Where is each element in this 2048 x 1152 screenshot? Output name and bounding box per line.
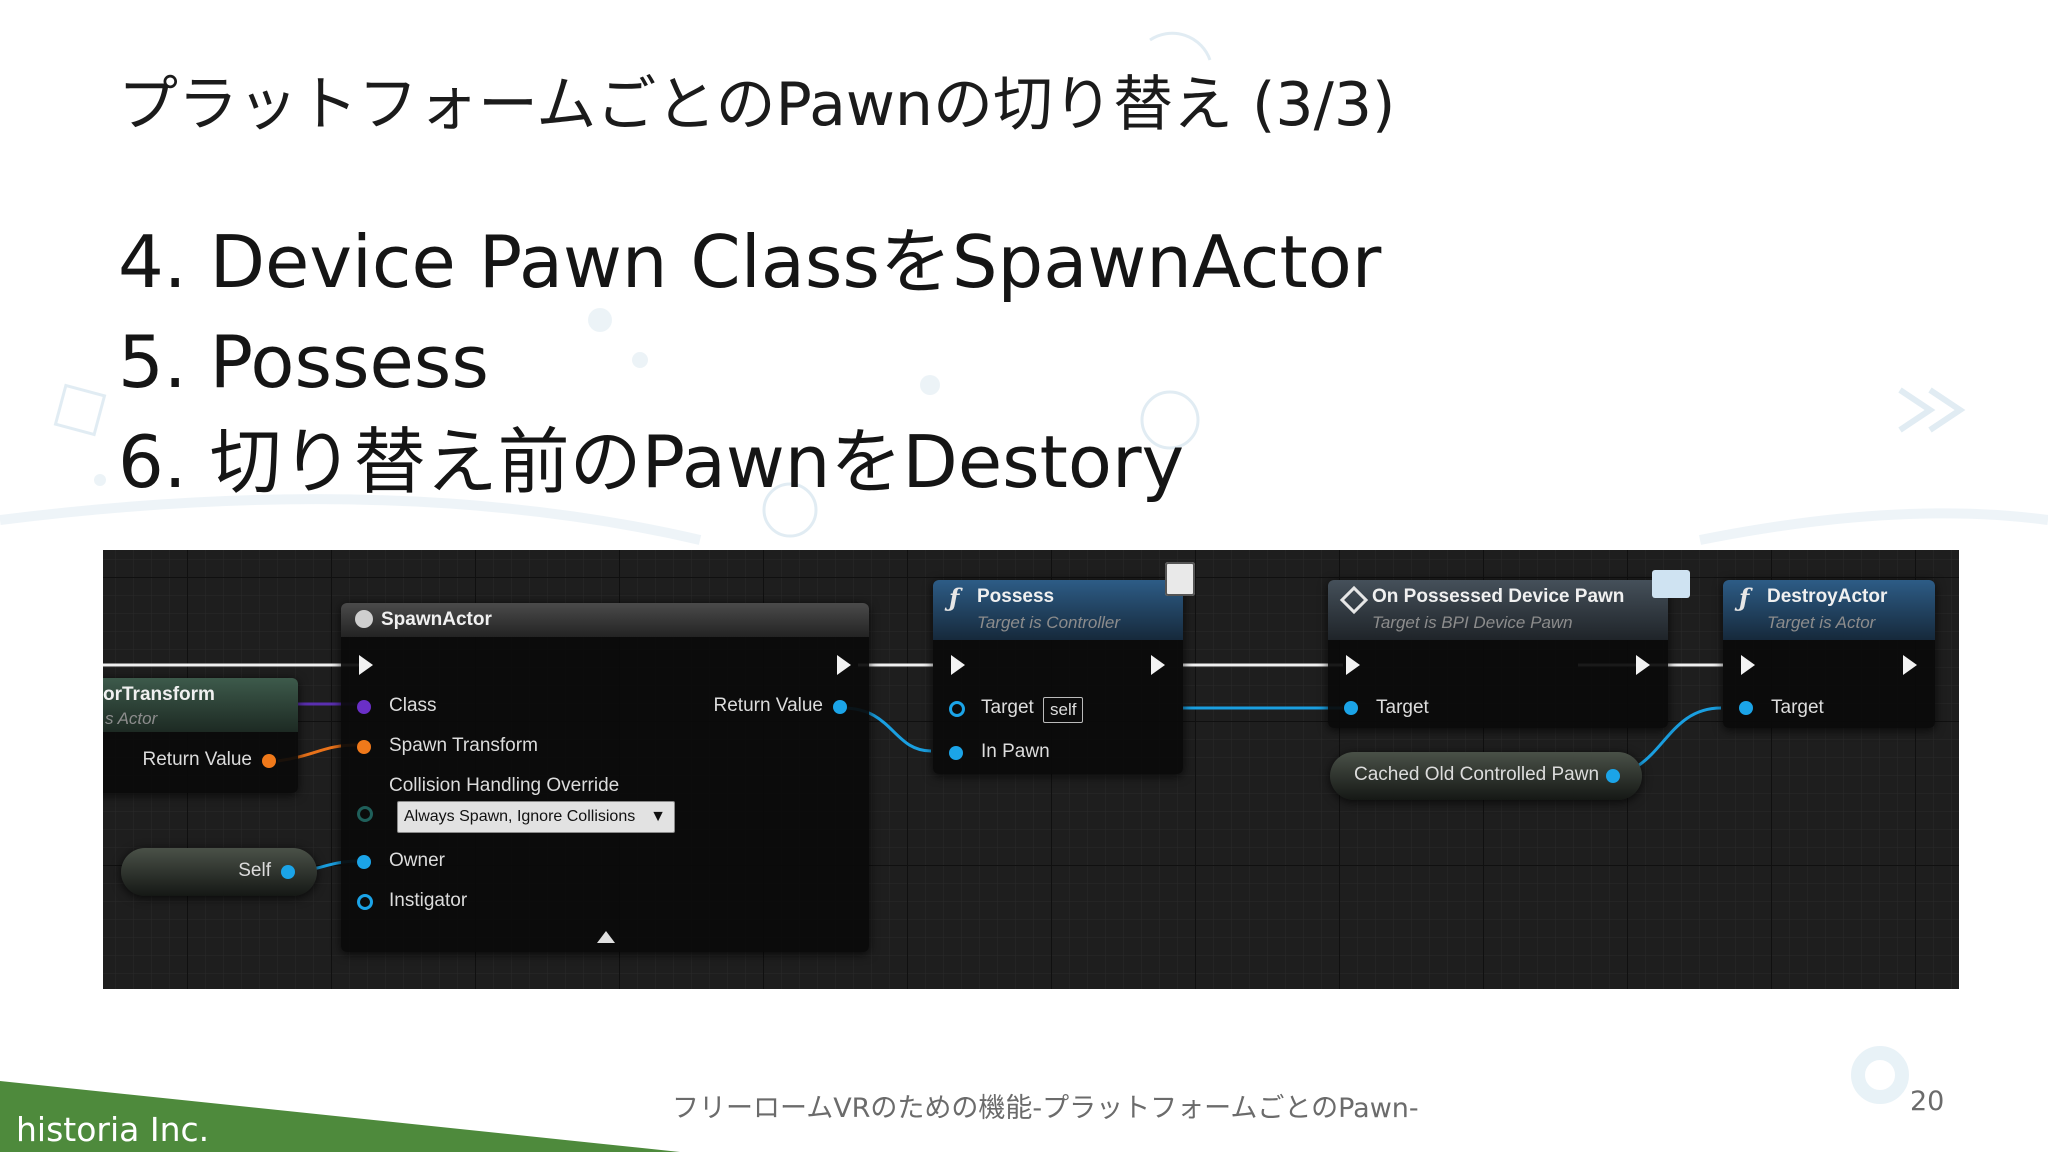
possess-node[interactable]: ƒ Possess Target is Controller Target se…	[933, 562, 1195, 774]
collision-value: Always Spawn, Ignore Collisions	[404, 808, 636, 825]
on-possessed-device-pawn-node[interactable]: On Possessed Device Pawn Target is BPI D…	[1328, 570, 1690, 728]
node-header	[933, 580, 1183, 640]
envelope-icon	[1652, 570, 1690, 598]
instigator-label: Instigator	[389, 890, 468, 911]
node-subtitle: Target is BPI Device Pawn	[1372, 613, 1573, 632]
function-icon: ƒ	[1739, 583, 1750, 612]
blueprint-graph: orTransform s Actor Return Value Self Sp…	[103, 550, 1959, 989]
node-title: orTransform	[103, 684, 215, 705]
return-value-label: Return Value	[713, 695, 824, 716]
self-label: Self	[238, 860, 271, 881]
destroy-actor-node[interactable]: ƒ DestroyActor Target is Actor Target	[1723, 580, 1935, 728]
collision-pin[interactable]	[357, 806, 373, 822]
cached-old-controlled-pawn-node[interactable]: Cached Old Controlled Pawn	[1330, 752, 1642, 800]
target-label: Target	[1376, 697, 1429, 718]
target-pin[interactable]	[1344, 701, 1358, 715]
collapse-arrow-icon[interactable]	[597, 931, 615, 943]
in-pawn-label: In Pawn	[981, 741, 1050, 762]
cached-pawn-label: Cached Old Controlled Pawn	[1354, 764, 1600, 785]
in-pawn-pin[interactable]	[949, 746, 963, 760]
spawn-actor-icon	[355, 610, 373, 628]
exec-in-pin[interactable]	[951, 655, 965, 675]
exec-out-pin[interactable]	[1903, 655, 1917, 675]
cached-pawn-pin[interactable]	[1606, 769, 1620, 783]
exec-out-pin[interactable]	[1636, 655, 1650, 675]
exec-out-pin[interactable]	[1151, 655, 1165, 675]
node-subtitle: Target is Controller	[977, 613, 1120, 632]
exec-in-pin[interactable]	[1346, 655, 1360, 675]
server-icon	[1165, 562, 1195, 596]
exec-in-pin[interactable]	[1741, 655, 1755, 675]
node-header	[103, 678, 298, 732]
exec-in-pin[interactable]	[359, 655, 373, 675]
self-node[interactable]: Self	[121, 848, 317, 896]
node-subtitle: s Actor	[105, 709, 158, 728]
company-name: historia Inc.	[16, 1110, 210, 1149]
function-icon: ƒ	[949, 583, 960, 612]
owner-pin[interactable]	[357, 855, 371, 869]
exec-out-pin[interactable]	[837, 655, 851, 675]
return-value-pin[interactable]	[262, 754, 276, 768]
step-item-6: 6. 切り替え前のPawnをDestory	[118, 420, 1185, 504]
self-default-value[interactable]: self	[1043, 697, 1084, 723]
return-value-pin[interactable]	[833, 700, 847, 714]
node-header	[341, 603, 869, 637]
node-header	[1328, 580, 1668, 640]
footer-title: フリーロームVRのための機能-プラットフォームごとのPawn-	[672, 1093, 1419, 1124]
instigator-pin[interactable]	[357, 894, 373, 910]
step-item-5: 5. Possess	[118, 320, 489, 404]
node-title: On Possessed Device Pawn	[1372, 586, 1625, 607]
step-item-4: 4. Device Pawn ClassをSpawnActor	[118, 220, 1382, 304]
get-transform-node[interactable]: orTransform s Actor Return Value	[103, 678, 298, 793]
node-header	[1723, 580, 1935, 640]
class-pin[interactable]	[357, 700, 371, 714]
step-list: 4. Device Pawn ClassをSpawnActor 5. Posse…	[118, 212, 1381, 512]
target-label: Target	[1771, 697, 1824, 718]
target-pin[interactable]	[949, 701, 965, 717]
collision-dropdown[interactable]: Always Spawn, Ignore Collisions ▼	[397, 801, 675, 833]
spawn-transform-pin[interactable]	[357, 740, 371, 754]
target-pin[interactable]	[1739, 701, 1753, 715]
collision-label: Collision Handling Override	[389, 775, 620, 796]
node-title: DestroyActor	[1767, 586, 1888, 607]
target-label: Target	[981, 697, 1034, 718]
slide-title: プラットフォームごとのPawnの切り替え (3/3)	[118, 70, 1396, 140]
footer-band	[0, 1081, 680, 1152]
node-subtitle: Target is Actor	[1767, 613, 1876, 632]
return-value-label: Return Value	[142, 749, 253, 770]
spawn-transform-label: Spawn Transform	[389, 735, 538, 756]
self-pin[interactable]	[281, 865, 295, 879]
node-title: Possess	[977, 586, 1055, 607]
node-title: SpawnActor	[381, 609, 492, 630]
page-number: 20	[1910, 1086, 1945, 1117]
spawn-actor-node[interactable]: SpawnActor Class Return Value Spawn Tran…	[341, 603, 869, 952]
chevron-down-icon: ▼	[650, 808, 666, 825]
class-label: Class	[389, 695, 437, 716]
owner-label: Owner	[389, 850, 445, 871]
